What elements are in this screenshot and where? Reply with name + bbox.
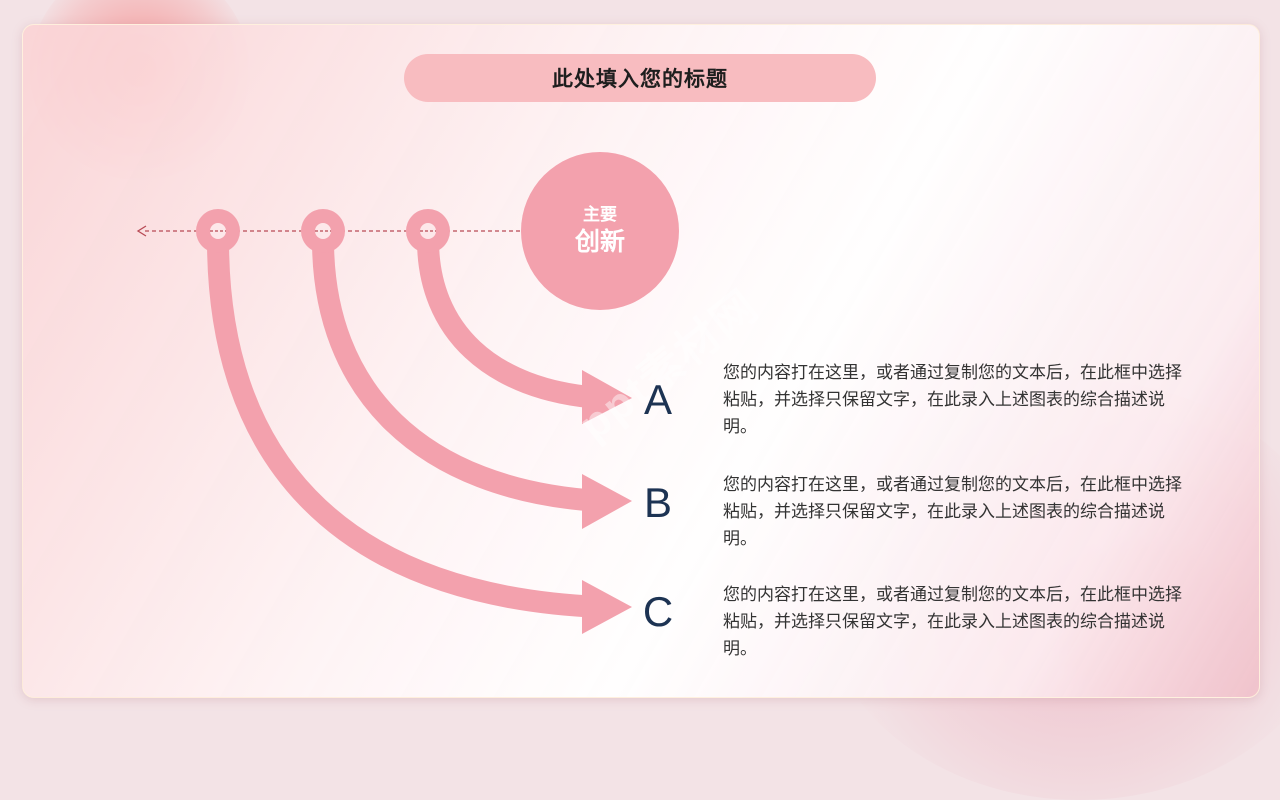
arc-c — [207, 239, 601, 618]
arrowhead-b-icon — [582, 474, 632, 529]
item-b-description: 您的内容打在这里，或者通过复制您的文本后，在此框中选择粘贴，并选择只保留文字，在… — [723, 475, 1182, 549]
node-c — [196, 209, 240, 253]
dashed-arrowhead-icon — [136, 225, 147, 237]
item-c-letter: C — [642, 588, 674, 635]
node-a — [406, 209, 450, 253]
item-b-letter: B — [643, 479, 672, 526]
hub-circle: 主要 创新 — [521, 152, 679, 310]
node-b — [301, 209, 345, 253]
title-banner: 此处填入您的标题 — [404, 54, 876, 102]
arrowhead-a-icon — [582, 370, 632, 424]
arc-b — [312, 239, 601, 512]
slide-title: 此处填入您的标题 — [552, 67, 728, 91]
arc-a — [417, 239, 601, 409]
item-c-description: 您的内容打在这里，或者通过复制您的文本后，在此框中选择粘贴，并选择只保留文字，在… — [723, 585, 1182, 659]
arrowhead-c-icon — [582, 580, 632, 634]
arc-diagram — [136, 209, 632, 634]
item-a-letter: A — [643, 376, 672, 423]
hub-label-large: 创新 — [574, 227, 625, 256]
item-a-description: 您的内容打在这里，或者通过复制您的文本后，在此框中选择粘贴，并选择只保留文字，在… — [723, 363, 1182, 437]
hub-label-small: 主要 — [583, 205, 617, 225]
